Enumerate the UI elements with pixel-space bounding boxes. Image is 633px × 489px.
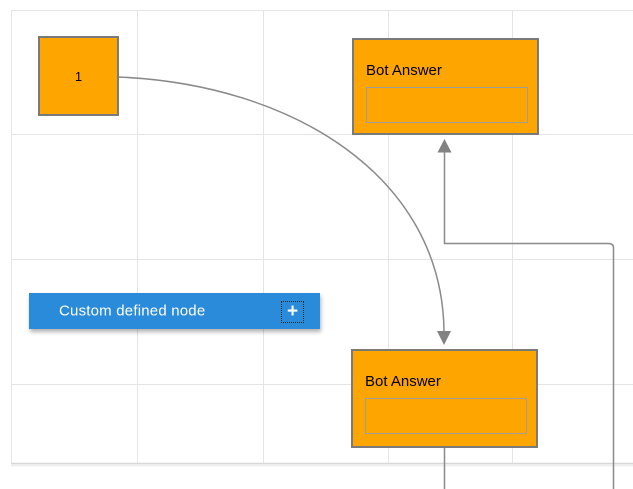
custom-node-label: Custom defined node xyxy=(59,302,206,320)
add-button[interactable]: + xyxy=(281,301,304,323)
node-bot-answer-bottom[interactable]: Bot Answer xyxy=(351,349,538,448)
grid xyxy=(11,10,633,467)
node-source[interactable]: 1 xyxy=(38,36,119,116)
answer-field[interactable] xyxy=(366,87,528,123)
arrowhead-up-icon xyxy=(437,139,452,153)
arrowhead-down-icon xyxy=(437,331,451,345)
connector-path[interactable] xyxy=(117,76,445,332)
node-source-label: 1 xyxy=(74,68,83,84)
node-title: Bot Answer xyxy=(366,62,442,79)
plus-icon: + xyxy=(286,300,299,322)
node-bot-answer-top[interactable]: Bot Answer xyxy=(352,38,539,135)
connector-path[interactable] xyxy=(443,152,615,489)
connector-bezier[interactable] xyxy=(117,76,451,345)
answer-field[interactable] xyxy=(365,398,527,434)
node-custom-defined[interactable]: Custom defined node + xyxy=(29,293,320,329)
connector-orthogonal[interactable] xyxy=(437,139,615,489)
node-title: Bot Answer xyxy=(365,373,441,390)
